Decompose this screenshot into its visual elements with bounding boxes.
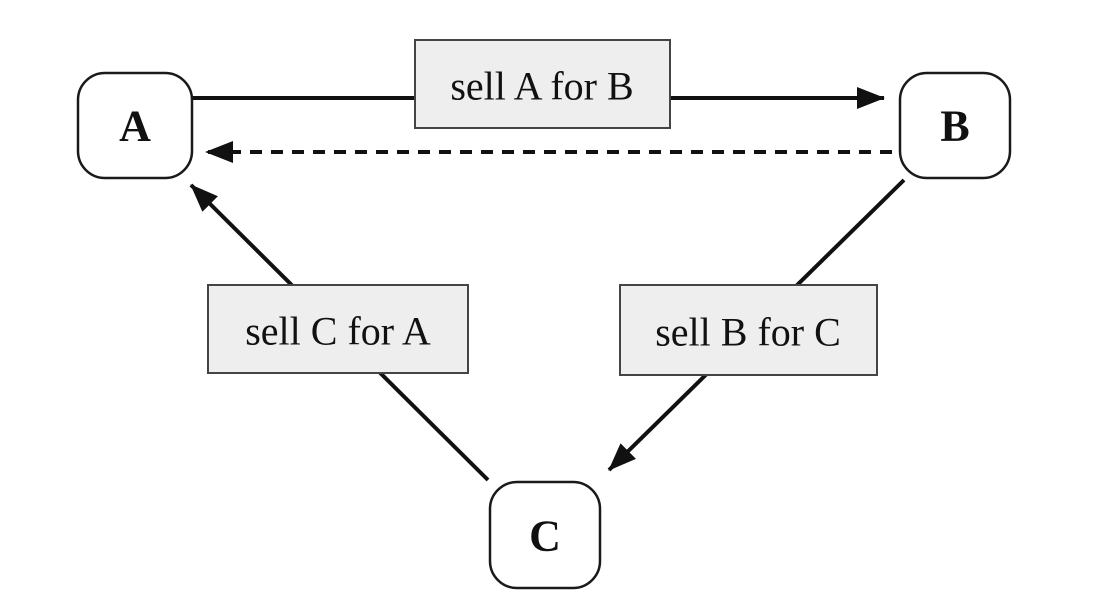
edge-label-sell-c-for-a: sell C for A: [207, 284, 469, 374]
node-a-box: [76, 71, 194, 180]
edge-label-text: sell A for B: [450, 64, 633, 109]
edge-label-box: [207, 284, 469, 374]
edge-label-text: sell C for A: [245, 309, 431, 354]
node-a: A: [76, 71, 194, 180]
node-b-label: B: [940, 102, 969, 151]
edge-label-box: [414, 39, 671, 129]
node-c-label: C: [529, 512, 561, 561]
node-c: C: [488, 480, 602, 590]
node-b: B: [898, 71, 1012, 180]
node-c-box: [488, 480, 602, 590]
edge-label-sell-b-for-c: sell B for C: [619, 284, 878, 376]
edge-label-box: [619, 284, 878, 376]
edge-label-text: sell B for C: [655, 310, 841, 355]
node-a-label: A: [119, 102, 151, 151]
node-b-box: [898, 71, 1012, 180]
edge-label-sell-a-for-b: sell A for B: [414, 39, 671, 129]
